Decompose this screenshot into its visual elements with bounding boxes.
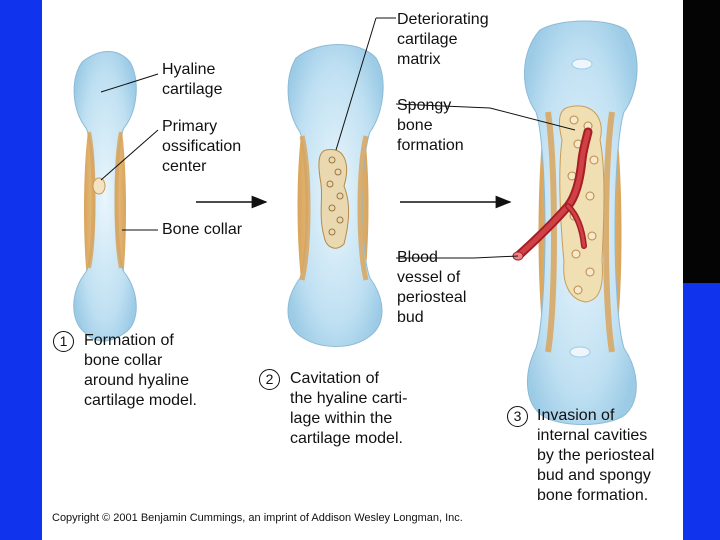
label-spongy-bone-formation: Spongy bone formation — [397, 97, 464, 154]
step-2-number: 2 — [259, 369, 280, 390]
label-primary-ossification-center: Primary ossification center — [162, 118, 242, 175]
primary-ossification-center — [92, 177, 106, 195]
cartilage-model-1 — [73, 51, 137, 342]
deteriorating-matrix-cluster — [318, 149, 350, 249]
model-3 — [512, 20, 638, 425]
bone-development-illustration — [73, 17, 638, 425]
step-1-number: 1 — [53, 331, 74, 352]
label-deteriorating-cartilage-matrix: Deteriorating cartilage matrix — [397, 11, 489, 68]
label-hyaline-cartilage: Hyaline cartilage — [162, 61, 223, 98]
step-3-caption: Invasion of internal cavities by the per… — [537, 407, 655, 504]
diagram-canvas: Hyaline cartilage Primary ossification c… — [42, 0, 683, 540]
step-2-caption: Cavitation of the hyaline carti- lage wi… — [290, 370, 408, 447]
left-frame-bar — [0, 0, 42, 540]
model-1 — [73, 51, 137, 342]
blood-vessel — [512, 127, 593, 261]
label-blood-vessel-periosteal-bud: Blood vessel of periosteal bud — [397, 249, 467, 326]
right-frame-accent — [683, 283, 720, 540]
leader-lines — [100, 17, 576, 259]
model-2 — [287, 44, 384, 347]
step-3-number: 3 — [507, 406, 528, 427]
label-bone-collar: Bone collar — [162, 221, 243, 238]
copyright-notice: Copyright © 2001 Benjamin Cummings, an i… — [52, 512, 463, 524]
step-1-caption: Formation of bone collar around hyaline … — [84, 332, 197, 409]
